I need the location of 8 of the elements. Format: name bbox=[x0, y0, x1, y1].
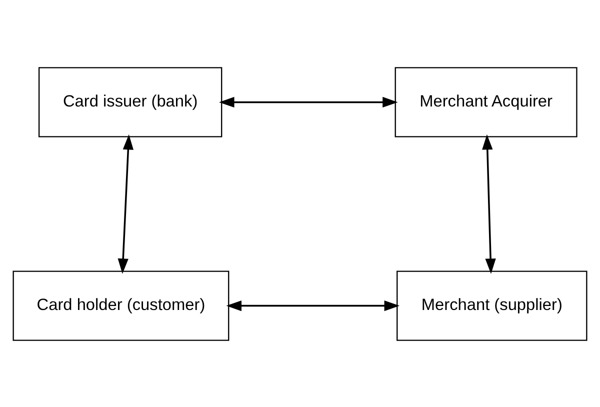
arrow bbox=[482, 134, 496, 274]
node-box: Merchant (supplier) bbox=[396, 270, 588, 340]
node-box: Merchant Acquirer bbox=[394, 66, 578, 137]
node-box: Card holder (customer) bbox=[12, 270, 230, 340]
arrow bbox=[226, 300, 400, 311]
arrow bbox=[118, 134, 134, 274]
arrow bbox=[219, 96, 398, 108]
node-box: Card issuer (bank) bbox=[38, 66, 222, 137]
